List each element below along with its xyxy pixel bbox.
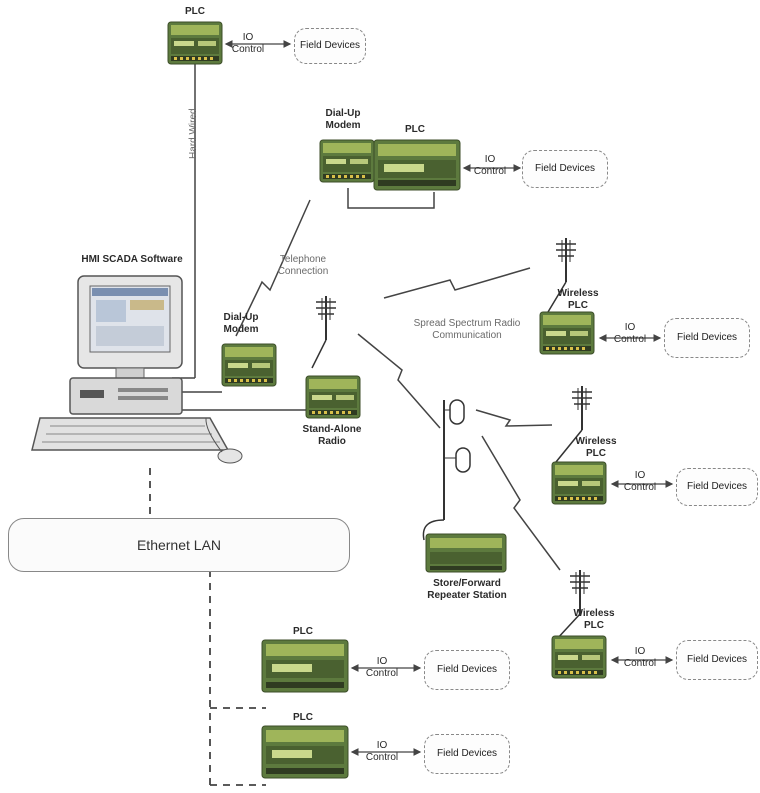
dialup-modem-local-label: Dial-Up Modem xyxy=(216,312,266,336)
ethernet-lan[interactable]: Ethernet LAN xyxy=(8,518,350,572)
plc-lan-2-label: PLC xyxy=(286,712,320,724)
plc-remote-label: PLC xyxy=(398,124,432,136)
field-devices-remote[interactable]: Field Devices xyxy=(522,150,608,188)
repeater-wireless2-link xyxy=(476,410,552,426)
radio-antenna-icon xyxy=(316,296,336,340)
wireless-plc-1-icon xyxy=(540,312,594,354)
radio-repeater-link xyxy=(358,334,440,428)
spread-spectrum-label: Spread Spectrum Radio Communication xyxy=(412,318,522,342)
wireless-plc-3-icon xyxy=(552,636,606,678)
telephone-connection-label: Telephone Connection xyxy=(264,254,342,278)
wireless-plc-1-label: Wireless PLC xyxy=(548,288,608,312)
wireless-plc-2-label: Wireless PLC xyxy=(566,436,626,460)
plc-lan-2-icon xyxy=(262,726,348,778)
field-devices-wireless-3[interactable]: Field Devices xyxy=(676,640,758,680)
io-control-wireless-2: IO Control xyxy=(620,470,660,494)
repeater-tower-icon xyxy=(423,400,470,540)
plc-top-label: PLC xyxy=(178,6,212,18)
io-control-top: IO Control xyxy=(228,32,268,56)
standalone-radio-label: Stand-Alone Radio xyxy=(292,424,372,448)
wireless-plc-1-antenna-icon xyxy=(556,238,576,282)
dialup-modem-remote-icon xyxy=(320,140,374,182)
io-control-lan-1: IO Control xyxy=(362,656,402,680)
repeater-label: Store/Forward Repeater Station xyxy=(412,578,522,602)
field-devices-wireless-2[interactable]: Field Devices xyxy=(676,468,758,506)
field-devices-top[interactable]: Field Devices xyxy=(294,28,366,64)
io-control-wireless-3: IO Control xyxy=(620,646,660,670)
wireless-plc-2-antenna-icon xyxy=(572,386,592,430)
wireless-plc-3-label: Wireless PLC xyxy=(564,608,624,632)
field-devices-wireless-1[interactable]: Field Devices xyxy=(664,318,750,358)
plc-remote-icon xyxy=(374,140,460,190)
dialup-modem-remote-label: Dial-Up Modem xyxy=(318,108,368,132)
wireless-plc-2-icon xyxy=(552,462,606,504)
hard-wired-label: Hard Wired xyxy=(188,94,202,174)
plc-lan-1-label: PLC xyxy=(286,626,320,638)
spread-spectrum-link xyxy=(384,268,530,298)
field-devices-lan-1[interactable]: Field Devices xyxy=(424,650,510,690)
computer-icon xyxy=(32,276,242,463)
plc-top-icon xyxy=(168,22,222,64)
dialup-modem-local-icon xyxy=(222,344,276,386)
repeater-station-icon xyxy=(426,534,506,572)
standalone-radio-icon xyxy=(306,376,360,418)
io-control-lan-2: IO Control xyxy=(362,740,402,764)
hmi-title: HMI SCADA Software xyxy=(62,254,202,266)
plc-lan-1-icon xyxy=(262,640,348,692)
field-devices-lan-2[interactable]: Field Devices xyxy=(424,734,510,774)
io-control-wireless-1: IO Control xyxy=(610,322,650,346)
io-control-remote: IO Control xyxy=(470,154,510,178)
